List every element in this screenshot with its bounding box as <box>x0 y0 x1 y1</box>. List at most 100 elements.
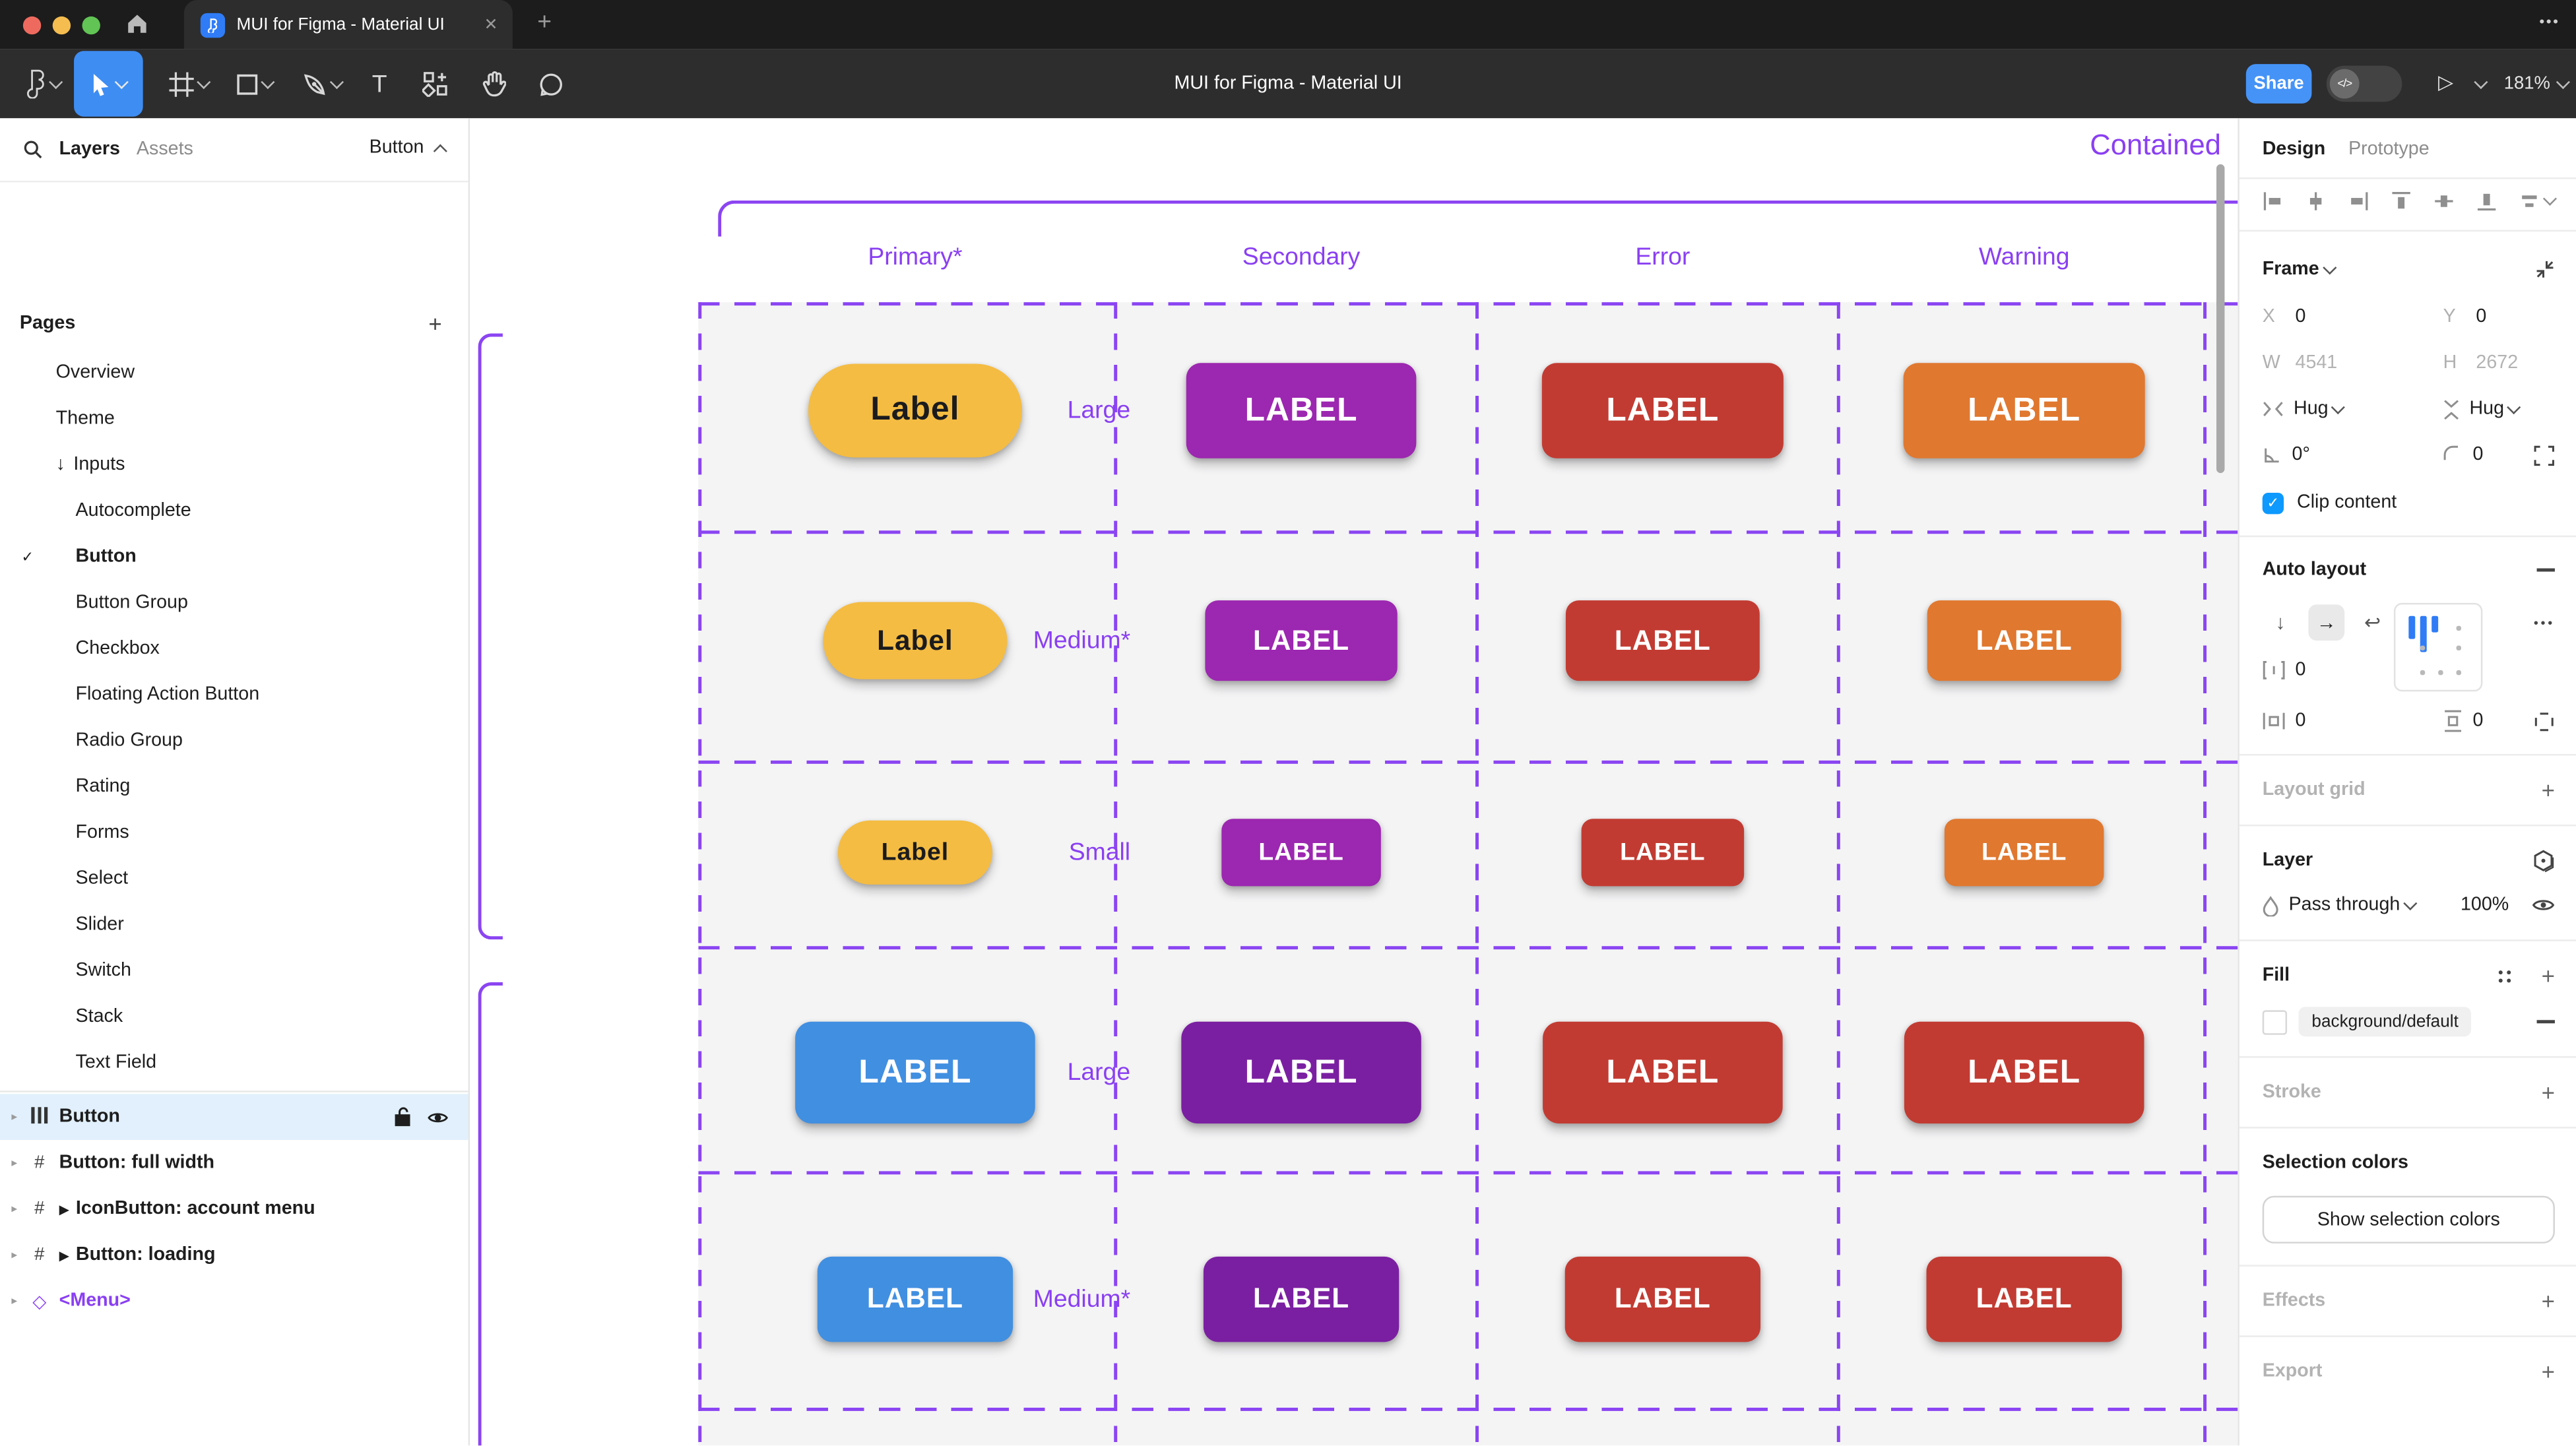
sidebar-page-item[interactable]: Theme <box>0 396 468 442</box>
direction-wrap-button[interactable]: ↩ <box>2364 611 2381 635</box>
fill-token-pill[interactable]: background/default <box>2298 1007 2472 1037</box>
canvas-button[interactable]: LABEL <box>1205 600 1398 681</box>
height-field[interactable]: H 2672 <box>2443 353 2519 373</box>
main-menu-button[interactable] <box>13 49 73 119</box>
distribute-menu-icon[interactable] <box>2519 190 2558 211</box>
y-position-field[interactable]: Y 0 <box>2443 307 2487 327</box>
canvas-button[interactable]: LABEL <box>817 1256 1014 1342</box>
remove-auto-layout-icon[interactable] <box>2536 569 2555 572</box>
independent-padding-icon[interactable] <box>2534 710 2555 732</box>
rotation-field[interactable]: 0° 0 <box>2263 442 2555 468</box>
canvas-button[interactable]: LABEL <box>1564 1256 1761 1342</box>
horizontal-resizing-field[interactable]: Hug Hug <box>2263 396 2555 422</box>
auto-layout-more-icon[interactable]: ••• <box>2533 615 2555 630</box>
canvas-button[interactable]: LABEL <box>1565 600 1760 681</box>
tab-close-icon[interactable]: ✕ <box>484 15 498 34</box>
independent-corners-icon[interactable] <box>2534 445 2555 466</box>
align-right-icon[interactable] <box>2348 190 2369 211</box>
file-tab[interactable]: MUI for Figma - Material UI ✕ <box>183 0 513 49</box>
zoom-level-selector[interactable]: 181% <box>2504 74 2571 94</box>
page-selector[interactable]: Button <box>370 138 447 158</box>
tab-design[interactable]: Design <box>2262 139 2326 160</box>
visible-icon[interactable] <box>427 1110 448 1124</box>
fill-color-swatch[interactable] <box>2262 1009 2288 1034</box>
sidebar-page-item[interactable]: Forms <box>0 810 468 856</box>
comment-tool-button[interactable] <box>529 49 572 119</box>
corner-radius-field[interactable]: 0 <box>2443 445 2483 465</box>
sidebar-page-item[interactable]: Text Field <box>0 1040 468 1086</box>
sidebar-page-item[interactable]: Slider <box>0 902 468 948</box>
text-tool-button[interactable]: T <box>360 49 399 119</box>
collapse-panel-icon[interactable] <box>2535 259 2555 279</box>
canvas-button[interactable]: LABEL <box>1186 363 1417 458</box>
canvas-button[interactable]: LABEL <box>1203 1256 1400 1342</box>
align-h-center-icon[interactable] <box>2305 190 2326 211</box>
layer-row[interactable]: ▸#Button: full width <box>0 1140 468 1186</box>
move-tool-button[interactable] <box>74 51 143 117</box>
canvas-scrollbar[interactable] <box>2216 164 2225 474</box>
canvas-button[interactable]: LABEL <box>1181 1021 1421 1124</box>
sidebar-page-item[interactable]: Checkbox <box>0 626 468 672</box>
add-stroke-icon[interactable]: + <box>2541 1079 2555 1106</box>
sidebar-page-item[interactable]: Button Group <box>0 580 468 626</box>
x-position-field[interactable]: X 0 Y 0 <box>2263 304 2555 330</box>
layer-row[interactable]: ▸◇<Menu> <box>0 1278 468 1324</box>
home-icon[interactable] <box>125 11 149 36</box>
window-minimize-button[interactable] <box>52 16 71 35</box>
canvas-button[interactable]: LABEL <box>1926 1256 2122 1342</box>
present-options-button[interactable] <box>2464 49 2491 119</box>
layer-row[interactable]: ▸#▶IconButton: account menu <box>0 1186 468 1232</box>
vertical-resizing-field[interactable]: Hug <box>2443 398 2521 420</box>
direction-vertical-button[interactable]: ↓ <box>2275 611 2286 635</box>
canvas-button[interactable]: LABEL <box>1903 363 2145 458</box>
add-page-button[interactable]: + <box>428 310 442 337</box>
blend-mode-icon[interactable] <box>2532 849 2555 873</box>
add-fill-icon[interactable]: + <box>2541 962 2555 989</box>
direction-horizontal-button[interactable]: → <box>2308 604 2345 641</box>
tab-prototype[interactable]: Prototype <box>2348 139 2430 160</box>
align-left-icon[interactable] <box>2263 190 2284 211</box>
canvas-button[interactable]: LABEL <box>1541 363 1784 458</box>
window-zoom-button[interactable] <box>82 16 100 35</box>
fill-row[interactable]: background/default <box>2262 1005 2555 1038</box>
hand-tool-button[interactable] <box>472 49 515 119</box>
tab-assets[interactable]: Assets <box>136 139 193 160</box>
share-button[interactable]: Share <box>2245 64 2312 104</box>
sidebar-page-item[interactable]: Floating Action Button <box>0 672 468 718</box>
align-bottom-icon[interactable] <box>2476 190 2497 211</box>
clip-content-checkbox[interactable]: ✓ <box>2262 491 2284 514</box>
add-effect-icon[interactable]: + <box>2541 1288 2555 1314</box>
sidebar-page-item[interactable]: Autocomplete <box>0 488 468 534</box>
blend-mode-value[interactable]: Pass through <box>2288 895 2400 915</box>
pen-tool-button[interactable] <box>292 49 352 119</box>
show-selection-colors-button[interactable]: Show selection colors <box>2262 1195 2555 1243</box>
sidebar-page-item[interactable]: Radio Group <box>0 718 468 764</box>
shape-tool-button[interactable] <box>227 49 283 119</box>
add-export-icon[interactable]: + <box>2541 1358 2555 1385</box>
add-layout-grid-icon[interactable]: + <box>2541 776 2555 803</box>
canvas-button[interactable]: LABEL <box>1944 819 2104 887</box>
dev-mode-toggle[interactable]: </> <box>2326 65 2402 102</box>
align-top-icon[interactable] <box>2391 190 2412 211</box>
width-field[interactable]: W 4541 H 2672 <box>2263 350 2555 376</box>
actions-tool-button[interactable] <box>414 49 457 119</box>
sidebar-page-item[interactable]: ↓Inputs <box>0 442 468 488</box>
opacity-value[interactable]: 100% <box>2460 895 2509 915</box>
canvas-button[interactable]: Label <box>837 820 992 885</box>
remove-fill-icon[interactable] <box>2536 1020 2555 1023</box>
canvas-button[interactable]: LABEL <box>1221 819 1381 887</box>
present-button[interactable]: ▷ <box>2438 71 2454 94</box>
align-v-center-icon[interactable] <box>2433 190 2455 211</box>
sidebar-page-item[interactable]: ✓Button <box>0 534 468 580</box>
canvas-button[interactable]: Label <box>808 363 1022 458</box>
clip-content-row[interactable]: ✓ Clip content <box>2262 489 2555 516</box>
new-tab-button[interactable]: + <box>537 8 552 36</box>
fill-styles-icon[interactable] <box>2497 968 2512 983</box>
layer-visibility-icon[interactable] <box>2532 897 2555 914</box>
window-more-icon[interactable]: ••• <box>2539 13 2560 30</box>
window-close-button[interactable] <box>22 16 42 35</box>
auto-layout-alignment-widget[interactable] <box>2393 602 2483 692</box>
layer-row[interactable]: ▸#▶Button: loading <box>0 1232 468 1278</box>
layer-row[interactable]: ▸Button <box>0 1094 468 1141</box>
